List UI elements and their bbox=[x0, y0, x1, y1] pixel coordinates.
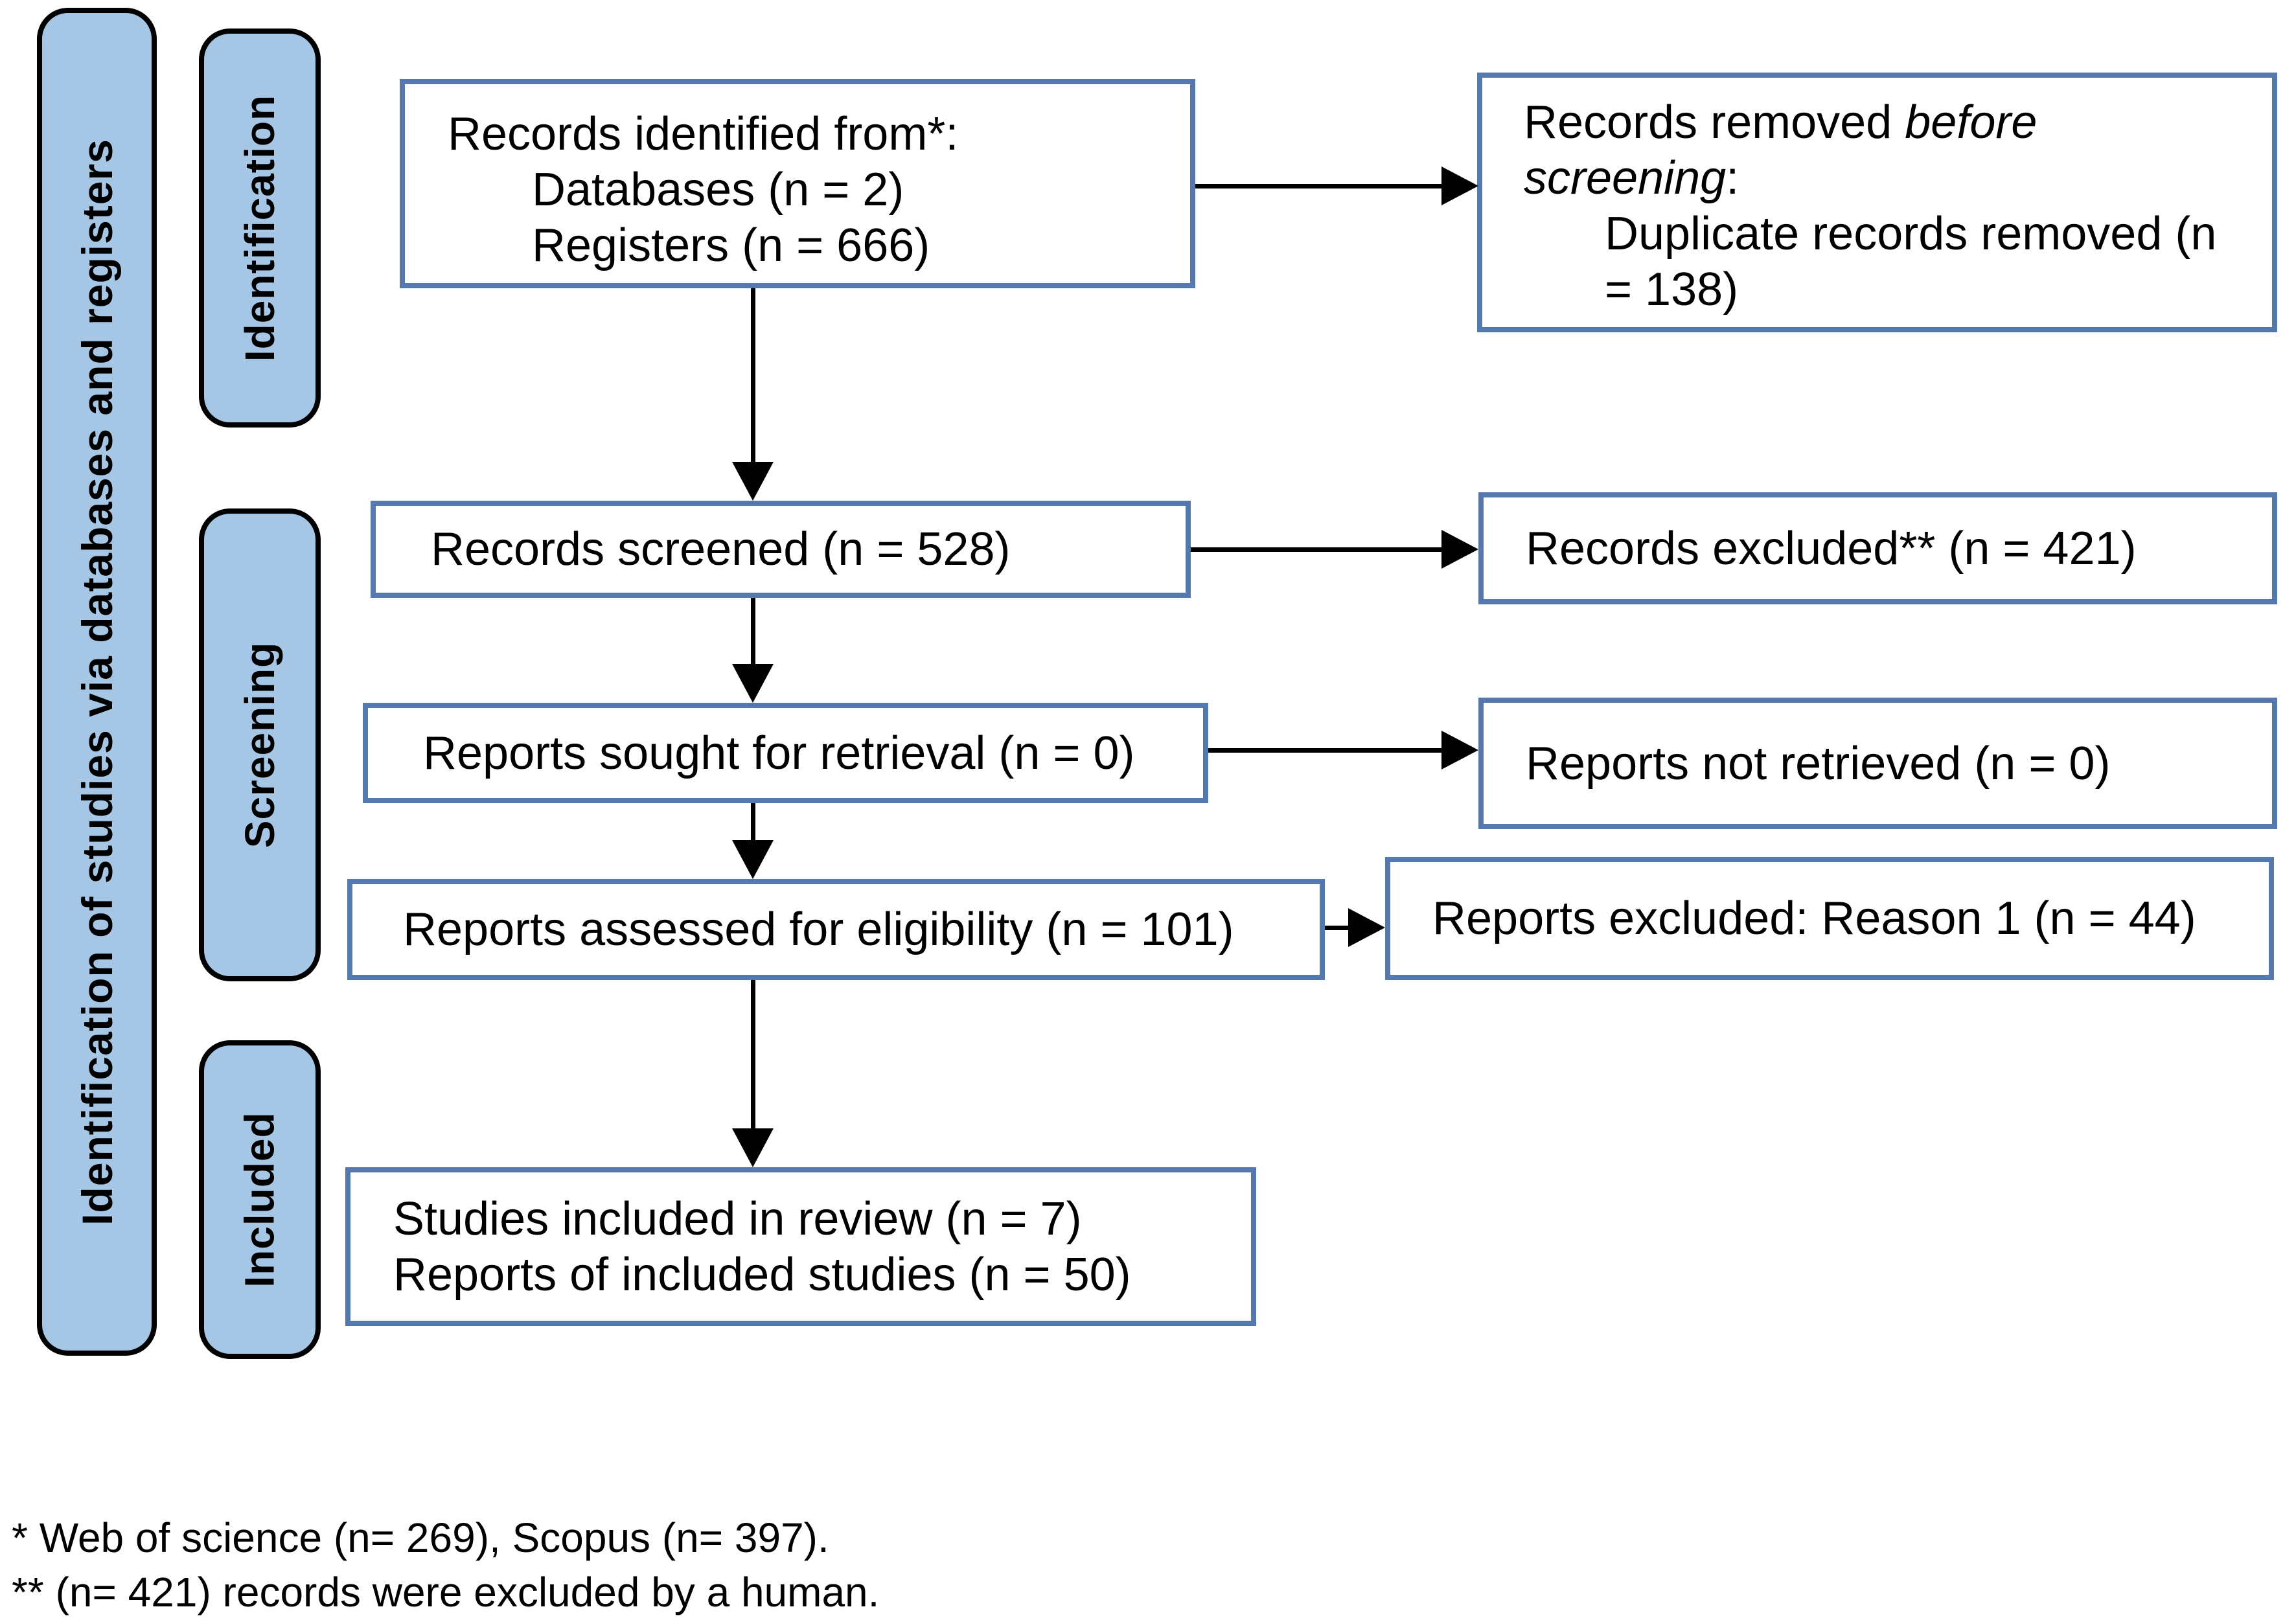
box-reports-assessed: Reports assessed for eligibility (n = 10… bbox=[347, 879, 1325, 980]
box-removed-line1: Records removed before bbox=[1524, 95, 2259, 150]
box-records-removed-before-screening: Records removed before screening: Duplic… bbox=[1477, 73, 2277, 332]
arrowhead-down-icon bbox=[732, 840, 774, 879]
box-records-excluded: Records excluded** (n = 421) bbox=[1478, 492, 2277, 604]
stage-identification: Identification bbox=[199, 29, 321, 428]
box-records-screened: Records screened (n = 528) bbox=[371, 501, 1191, 598]
arrow-line bbox=[1191, 547, 1441, 552]
removed-prefix: Records removed bbox=[1524, 97, 1905, 148]
removed-suffix: : bbox=[1726, 152, 1739, 204]
footnote-1: * Web of science (n= 269), Scopus (n= 39… bbox=[12, 1514, 829, 1561]
footnotes: * Web of science (n= 269), Scopus (n= 39… bbox=[12, 1511, 879, 1619]
box-records-identified-line3: Registers (n = 666) bbox=[532, 220, 930, 271]
box-reports-assessed-text: Reports assessed for eligibility (n = 10… bbox=[403, 904, 1234, 955]
box-reports-sought-text: Reports sought for retrieval (n = 0) bbox=[423, 727, 1135, 779]
box-reports-sought: Reports sought for retrieval (n = 0) bbox=[363, 703, 1208, 803]
box-records-excluded-text: Records excluded** (n = 421) bbox=[1526, 522, 2137, 575]
box-studies-included: Studies included in review (n = 7) Repor… bbox=[345, 1167, 1256, 1326]
arrow-line bbox=[751, 598, 755, 664]
box-records-identified-line2: Databases (n = 2) bbox=[532, 164, 904, 216]
stage-screening-label: Screening bbox=[236, 641, 283, 849]
box-removed-detail-line2: = 138) bbox=[1605, 264, 1739, 315]
arrowhead-down-icon bbox=[732, 1128, 774, 1167]
removed-italic-before: before bbox=[1905, 97, 2038, 148]
removed-italic-screening: screening bbox=[1524, 152, 1727, 204]
arrowhead-right-icon bbox=[1441, 731, 1478, 770]
arrow-line bbox=[1325, 926, 1348, 930]
box-records-identified-line1: Records identified from*: bbox=[448, 108, 959, 160]
stage-included: Included bbox=[199, 1040, 321, 1359]
box-studies-included-line1: Studies included in review (n = 7) bbox=[393, 1192, 1082, 1245]
sidebar-label: Identification of studies via databases … bbox=[73, 138, 121, 1226]
box-reports-excluded-text: Reports excluded: Reason 1 (n = 44) bbox=[1432, 893, 2196, 944]
arrow-line bbox=[1195, 184, 1441, 188]
arrowhead-down-icon bbox=[732, 664, 774, 703]
stage-identification-label: Identification bbox=[236, 94, 283, 362]
box-removed-line2: screening: bbox=[1524, 150, 2259, 206]
arrowhead-right-icon bbox=[1441, 530, 1478, 569]
sidebar-databases-registers: Identification of studies via databases … bbox=[37, 8, 157, 1356]
box-studies-included-line2: Reports of included studies (n = 50) bbox=[393, 1248, 1131, 1301]
box-reports-not-retrieved: Reports not retrieved (n = 0) bbox=[1478, 698, 2277, 829]
stage-screening: Screening bbox=[199, 508, 321, 981]
arrowhead-right-icon bbox=[1348, 908, 1385, 947]
stage-included-label: Included bbox=[236, 1112, 283, 1288]
arrowhead-down-icon bbox=[732, 462, 774, 501]
footnote-2: ** (n= 421) records were excluded by a h… bbox=[12, 1569, 880, 1615]
box-records-identified: Records identified from*: Databases (n =… bbox=[400, 79, 1195, 288]
arrow-line bbox=[751, 980, 755, 1128]
arrow-line bbox=[751, 288, 755, 463]
box-removed-detail-line1: Duplicate records removed (n bbox=[1605, 208, 2217, 260]
arrowhead-right-icon bbox=[1441, 166, 1478, 205]
arrow-line bbox=[751, 803, 755, 840]
arrow-line bbox=[1208, 748, 1441, 753]
box-records-screened-text: Records screened (n = 528) bbox=[431, 523, 1011, 575]
box-reports-excluded: Reports excluded: Reason 1 (n = 44) bbox=[1385, 857, 2274, 980]
box-reports-not-retrieved-text: Reports not retrieved (n = 0) bbox=[1526, 737, 2111, 790]
